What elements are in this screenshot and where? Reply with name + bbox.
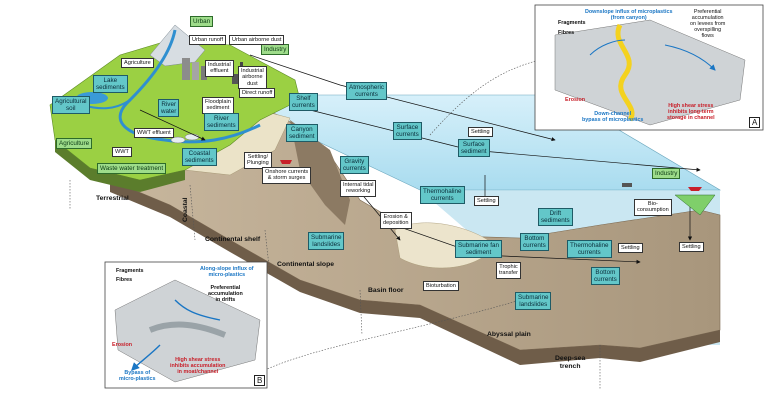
pathway-erosion-deposition: Erosion & deposition xyxy=(380,212,412,229)
pathway-settling-right: Settling xyxy=(618,243,643,254)
inset-a-erosion: Erosion xyxy=(565,97,586,103)
sink-shelf-currents: Shelf currents xyxy=(289,93,318,111)
pathway-settling-plunging: Settling/ Plunging xyxy=(244,152,272,169)
inset-b-bypass: Bypass of micro-plastics xyxy=(119,370,156,382)
source-industry-right: Industry xyxy=(652,168,681,179)
arrow-atmospheric xyxy=(249,54,556,142)
inset-a-high-shear: High shear stress inhibits long-term sto… xyxy=(667,103,715,121)
pathway-industrial-airborne-dust: Industrial airborne dust xyxy=(238,66,267,90)
sink-coastal-sediments: Coastal sediments xyxy=(182,148,217,166)
pathway-industrial-effluent: Industrial effluent xyxy=(205,60,234,77)
zone-continental-shelf: Continental shelf xyxy=(205,236,261,243)
source-waste-water-treatment: Waste water treatment xyxy=(97,163,167,174)
inset-a-preferential-levees: Preferential accumulation on levees from… xyxy=(690,9,726,39)
sink-thermohaline-currents-right: Thermohaline currents xyxy=(567,240,612,258)
pathway-urban-runoff: Urban runoff xyxy=(189,35,226,46)
pathway-settling-far-right: Settling xyxy=(679,242,704,253)
mountain xyxy=(149,24,206,67)
inset-a-fibres: Fibres xyxy=(558,30,575,36)
zone-abyssal-plain: Abyssal plain xyxy=(487,331,531,338)
inset-b-erosion: Erosion xyxy=(112,342,133,348)
inset-b-letter: B xyxy=(254,375,266,386)
pathway-internal-tidal-reworking: Internal tidal reworking xyxy=(340,180,377,197)
sink-drift-sediments: Drift sediments xyxy=(538,208,573,226)
pathway-onshore-currents: Onshore currents & storm surges xyxy=(262,167,312,184)
canyon xyxy=(290,120,350,225)
sink-submarine-landslides-left: Submarine landslides xyxy=(308,232,345,250)
zone-basin-floor: Basin floor xyxy=(368,287,404,294)
pathway-bioturbation: Bioturbation xyxy=(423,281,459,292)
connector-inset-b xyxy=(264,299,521,371)
river-main xyxy=(118,29,261,144)
zone-deep-sea-trench: Deep-sea trench xyxy=(555,355,586,370)
source-agriculture-left: Agriculture xyxy=(56,138,93,149)
sink-gravity-currents: Gravity currents xyxy=(340,156,369,174)
zone-continental-slope: Continental slope xyxy=(277,261,335,268)
boat-right xyxy=(688,187,702,191)
pathway-wwt: WWT xyxy=(112,147,132,158)
inset-b-fragments: Fragments xyxy=(116,268,144,274)
zone-divider-coastal xyxy=(189,184,196,241)
sink-agricultural-soil: Agricultural soil xyxy=(52,96,90,114)
urban-building-2 xyxy=(192,62,199,80)
arrow-river-to-coast xyxy=(139,109,206,141)
boat-left xyxy=(280,160,292,164)
inset-b-high-shear: High shear stress inhibits accumulation … xyxy=(170,357,226,375)
inset-b-fibres: Fibres xyxy=(116,277,133,283)
inset-a-letter: A xyxy=(749,117,761,128)
pathway-direct-runoff: Direct runoff xyxy=(239,88,276,99)
inset-a-down-channel-bypass: Down-channel bypass of microplastics xyxy=(582,111,644,123)
sink-surface-currents: Surface currents xyxy=(393,122,422,140)
source-industry-left: Industry xyxy=(261,44,290,55)
inset-b-flow-arrows xyxy=(132,299,221,370)
inset-a-fragments: Fragments xyxy=(558,20,586,26)
inset-b-preferential-drifts: Preferential accumulation in drifts xyxy=(208,285,243,303)
sink-canyon-sediment: Canyon sediment xyxy=(286,124,318,142)
source-agriculture-top: Agriculture xyxy=(121,58,154,69)
block-front-face xyxy=(110,180,720,365)
land-front-face xyxy=(55,140,185,192)
zone-terrestrial: Terrestrial xyxy=(96,195,129,202)
sink-surface-sediment: Surface sediment xyxy=(458,139,490,157)
source-urban: Urban xyxy=(190,16,214,27)
inset-a-downslope-influx: Downslope influx of microplastics (from … xyxy=(585,9,673,21)
buoy xyxy=(622,183,632,187)
wwt-tank-1 xyxy=(170,136,186,144)
pathway-bio-consumption: Bio- consumption xyxy=(634,199,672,216)
pathway-settling-center: Settling xyxy=(474,196,499,207)
sink-river-sediments: River sediments xyxy=(204,113,239,131)
sink-submarine-landslides-right: Submarine landslides xyxy=(515,292,552,310)
sink-submarine-fan-sediment: Submarine fan sediment xyxy=(455,240,502,258)
inset-b-moat xyxy=(148,321,227,338)
pathway-settling-mid: Settling xyxy=(468,127,493,138)
sink-bottom-currents-left: Bottom currents xyxy=(520,233,549,251)
sink-bottom-currents-right: Bottom currents xyxy=(591,267,620,285)
inset-b-along-slope-influx: Along-slope influx of micro-plastics xyxy=(200,266,254,278)
inset-a-levee-arrows xyxy=(589,39,715,70)
sink-river-water: River water xyxy=(158,99,180,117)
urban-building-3 xyxy=(201,66,207,80)
fishing-net xyxy=(674,194,716,216)
wwt-tank-2 xyxy=(184,133,200,141)
zone-coastal: Coastal xyxy=(182,197,189,222)
pathway-wwt-effluent: WWT effluent xyxy=(134,128,174,139)
sink-atmospheric-currents: Atmospheric currents xyxy=(346,82,387,100)
pathway-trophic-transfer: Trophic transfer xyxy=(496,262,521,279)
sink-thermohaline-currents-left: Thermohaline currents xyxy=(420,186,465,204)
urban-building-1 xyxy=(182,58,190,80)
connector-inset-a xyxy=(429,59,541,136)
pathway-floodplain-sediment: Floodplain sediment xyxy=(202,97,234,114)
inset-b-block xyxy=(114,279,261,383)
sink-lake-sediments: Lake sediments xyxy=(93,75,128,93)
pathway-urban-airborne-dust: Urban airborne dust xyxy=(229,35,285,46)
